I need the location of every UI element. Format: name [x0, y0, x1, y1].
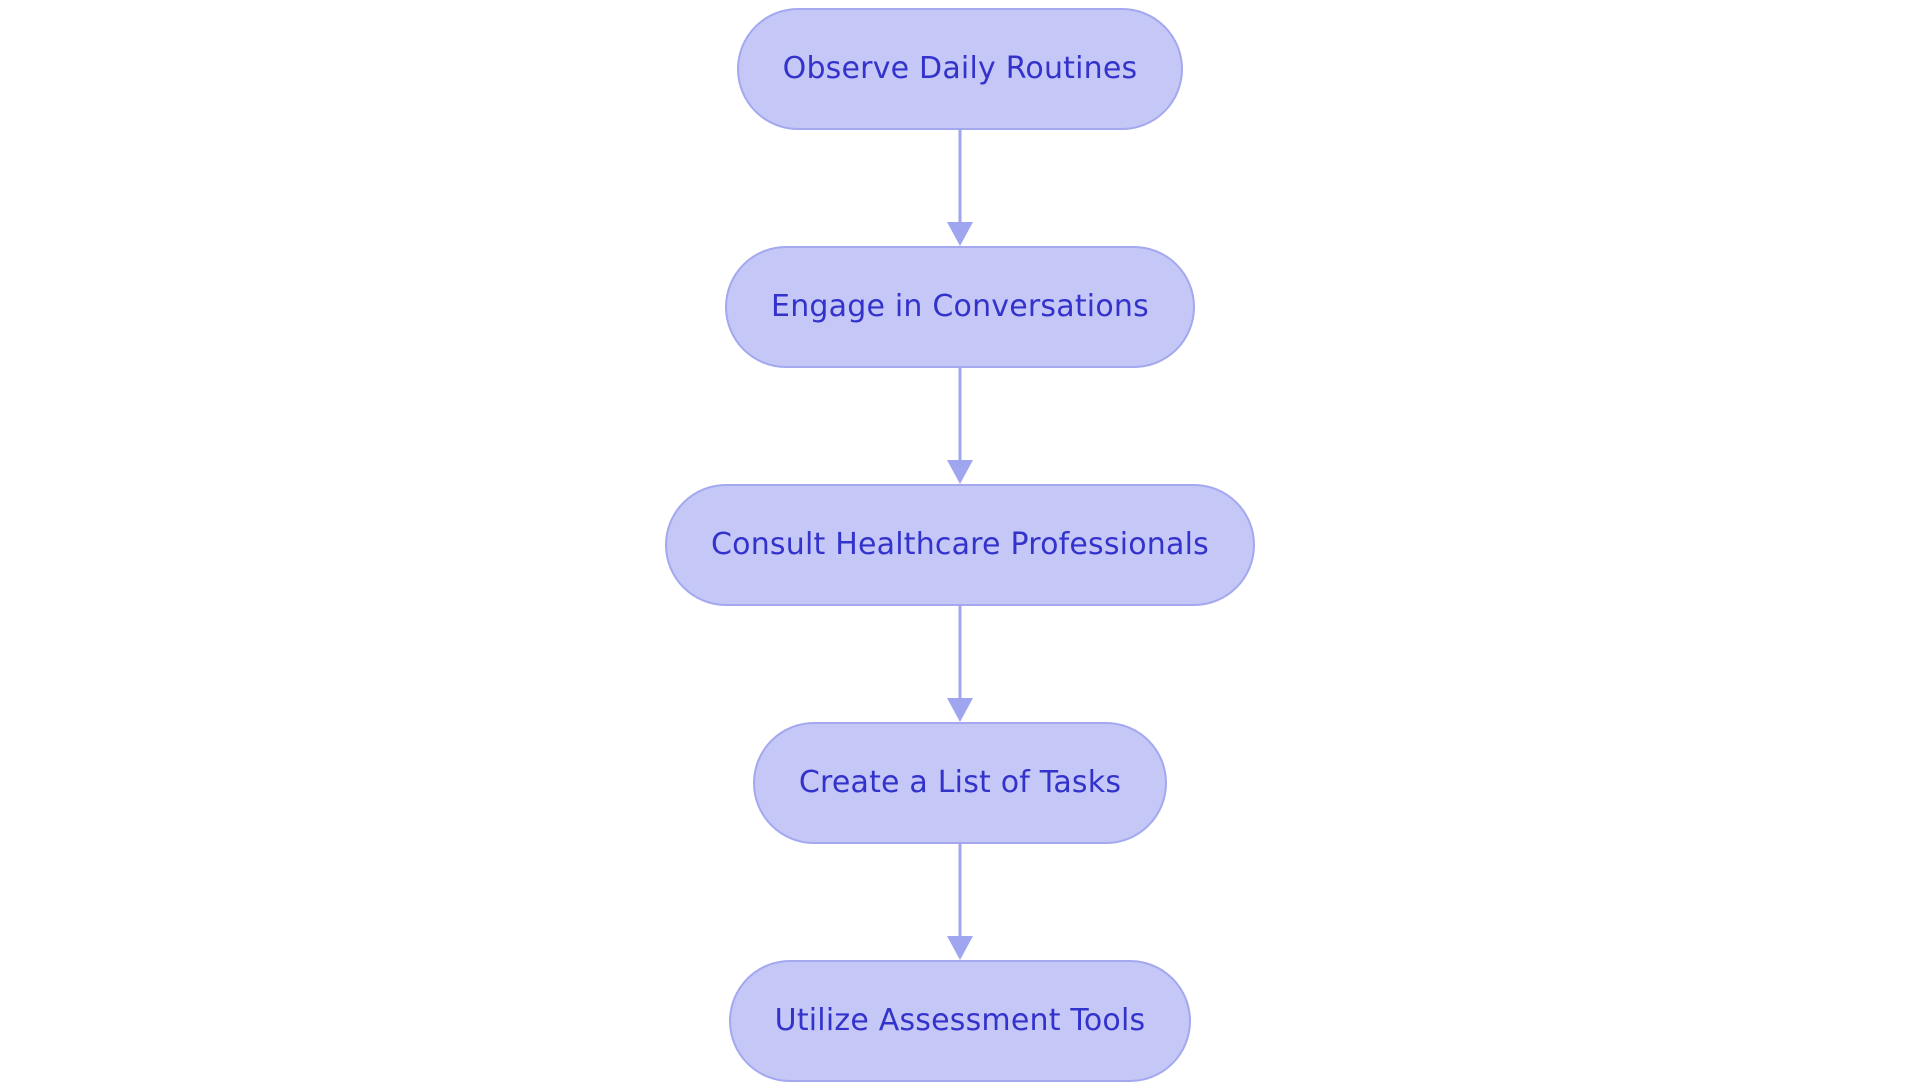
node-label: Observe Daily Routines — [782, 51, 1138, 86]
arrow-shaft — [958, 368, 962, 463]
flowchart-arrow-4 — [940, 844, 980, 960]
flowchart-node-observe-daily-routines[interactable]: Observe Daily Routines — [736, 8, 1184, 130]
node-label: Engage in Conversations — [771, 289, 1149, 324]
node-label: Utilize Assessment Tools — [774, 1003, 1146, 1038]
arrow-shaft — [958, 844, 962, 939]
arrow-shaft — [958, 130, 962, 225]
node-label: Create a List of Tasks — [798, 765, 1122, 800]
flowchart-node-utilize-assessment-tools[interactable]: Utilize Assessment Tools — [728, 960, 1192, 1082]
arrow-shaft — [958, 606, 962, 701]
flowchart-arrow-1 — [940, 130, 980, 246]
flowchart-arrow-2 — [940, 368, 980, 484]
arrowhead-icon — [947, 698, 973, 722]
flowchart-node-consult-healthcare-professionals[interactable]: Consult Healthcare Professionals — [665, 484, 1255, 606]
flowchart-node-create-a-list-of-tasks[interactable]: Create a List of Tasks — [752, 722, 1168, 844]
arrowhead-icon — [947, 936, 973, 960]
flowchart-node-engage-in-conversations[interactable]: Engage in Conversations — [725, 246, 1195, 368]
node-label: Consult Healthcare Professionals — [711, 527, 1209, 562]
arrowhead-icon — [947, 460, 973, 484]
arrowhead-icon — [947, 222, 973, 246]
flowchart-arrow-3 — [940, 606, 980, 722]
